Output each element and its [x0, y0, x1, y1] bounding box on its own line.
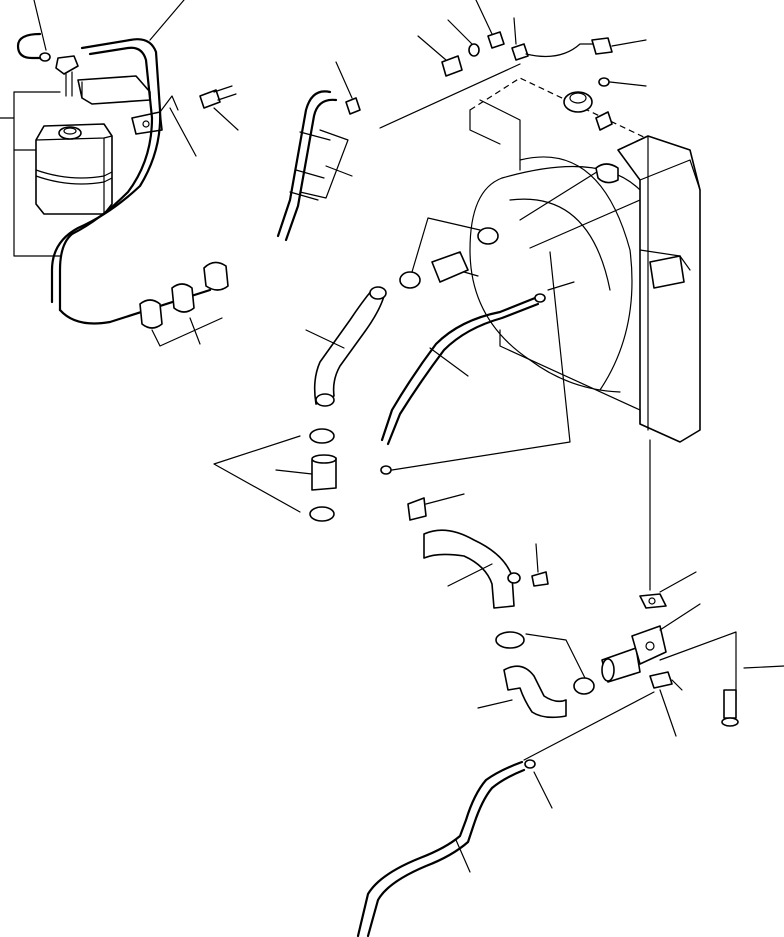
gasket: [639, 439, 697, 609]
tank-cap: [58, 126, 82, 140]
upper-radiator-hose: [305, 286, 387, 407]
lower-radiator-hose: [407, 493, 549, 609]
flange-bolt: [721, 665, 784, 727]
vent-tube-assembly: [276, 61, 361, 242]
drain-hose: [356, 691, 655, 937]
tank-outline-bracket-line: [0, 91, 61, 257]
hose-connector-lower: [213, 428, 337, 522]
hose-clamps: [139, 261, 229, 347]
hose-connector: [399, 217, 499, 289]
tank-top-fitting: [16, 0, 79, 97]
coolant-reserve-tank: [35, 123, 113, 215]
lower-hose-2: [477, 631, 595, 719]
radiator-cap: [563, 91, 619, 184]
overflow-hose: [50, 0, 212, 325]
radiator-shroud: [469, 77, 701, 443]
top-hardware-bolts: [379, 0, 647, 129]
drain-cock: [649, 631, 737, 737]
air-bleed-tube: [380, 251, 575, 475]
mounting-bolt: [169, 85, 239, 157]
water-outlet-elbow: [601, 603, 701, 683]
